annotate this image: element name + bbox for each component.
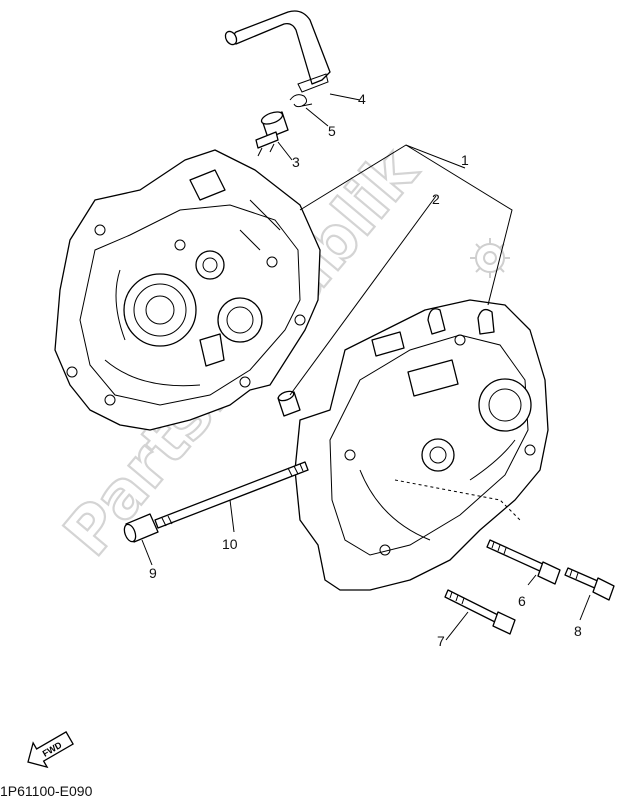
diagram-code: 1P61100-E090: [0, 783, 93, 799]
breather-hose: [224, 10, 331, 93]
bolt-7: [444, 589, 516, 635]
crankcase-left: [54, 149, 321, 431]
bolt-8: [564, 567, 615, 601]
callout-7: 7: [437, 633, 445, 649]
callout-10: 10: [222, 536, 238, 552]
bolt-6: [486, 539, 561, 585]
callout-1: 1: [461, 152, 469, 168]
crankcase-right: [294, 299, 549, 591]
hose-clip: [289, 94, 313, 108]
leader-lines: [141, 93, 591, 641]
stud-bolt: [123, 461, 309, 543]
callout-6: 6: [518, 593, 526, 609]
dowel-pin: [277, 390, 301, 417]
gear-watermark-icon: [470, 238, 510, 278]
callouts: 1 2 3 4 5 6 7 8 9 10: [149, 91, 582, 649]
breather-fitting: [255, 111, 289, 157]
callout-5: 5: [328, 123, 336, 139]
fwd-arrow-icon: FWD: [27, 731, 74, 769]
callout-8: 8: [574, 623, 582, 639]
callout-4: 4: [358, 91, 366, 107]
callout-3: 3: [292, 154, 300, 170]
callout-9: 9: [149, 565, 157, 581]
callout-2: 2: [432, 191, 440, 207]
